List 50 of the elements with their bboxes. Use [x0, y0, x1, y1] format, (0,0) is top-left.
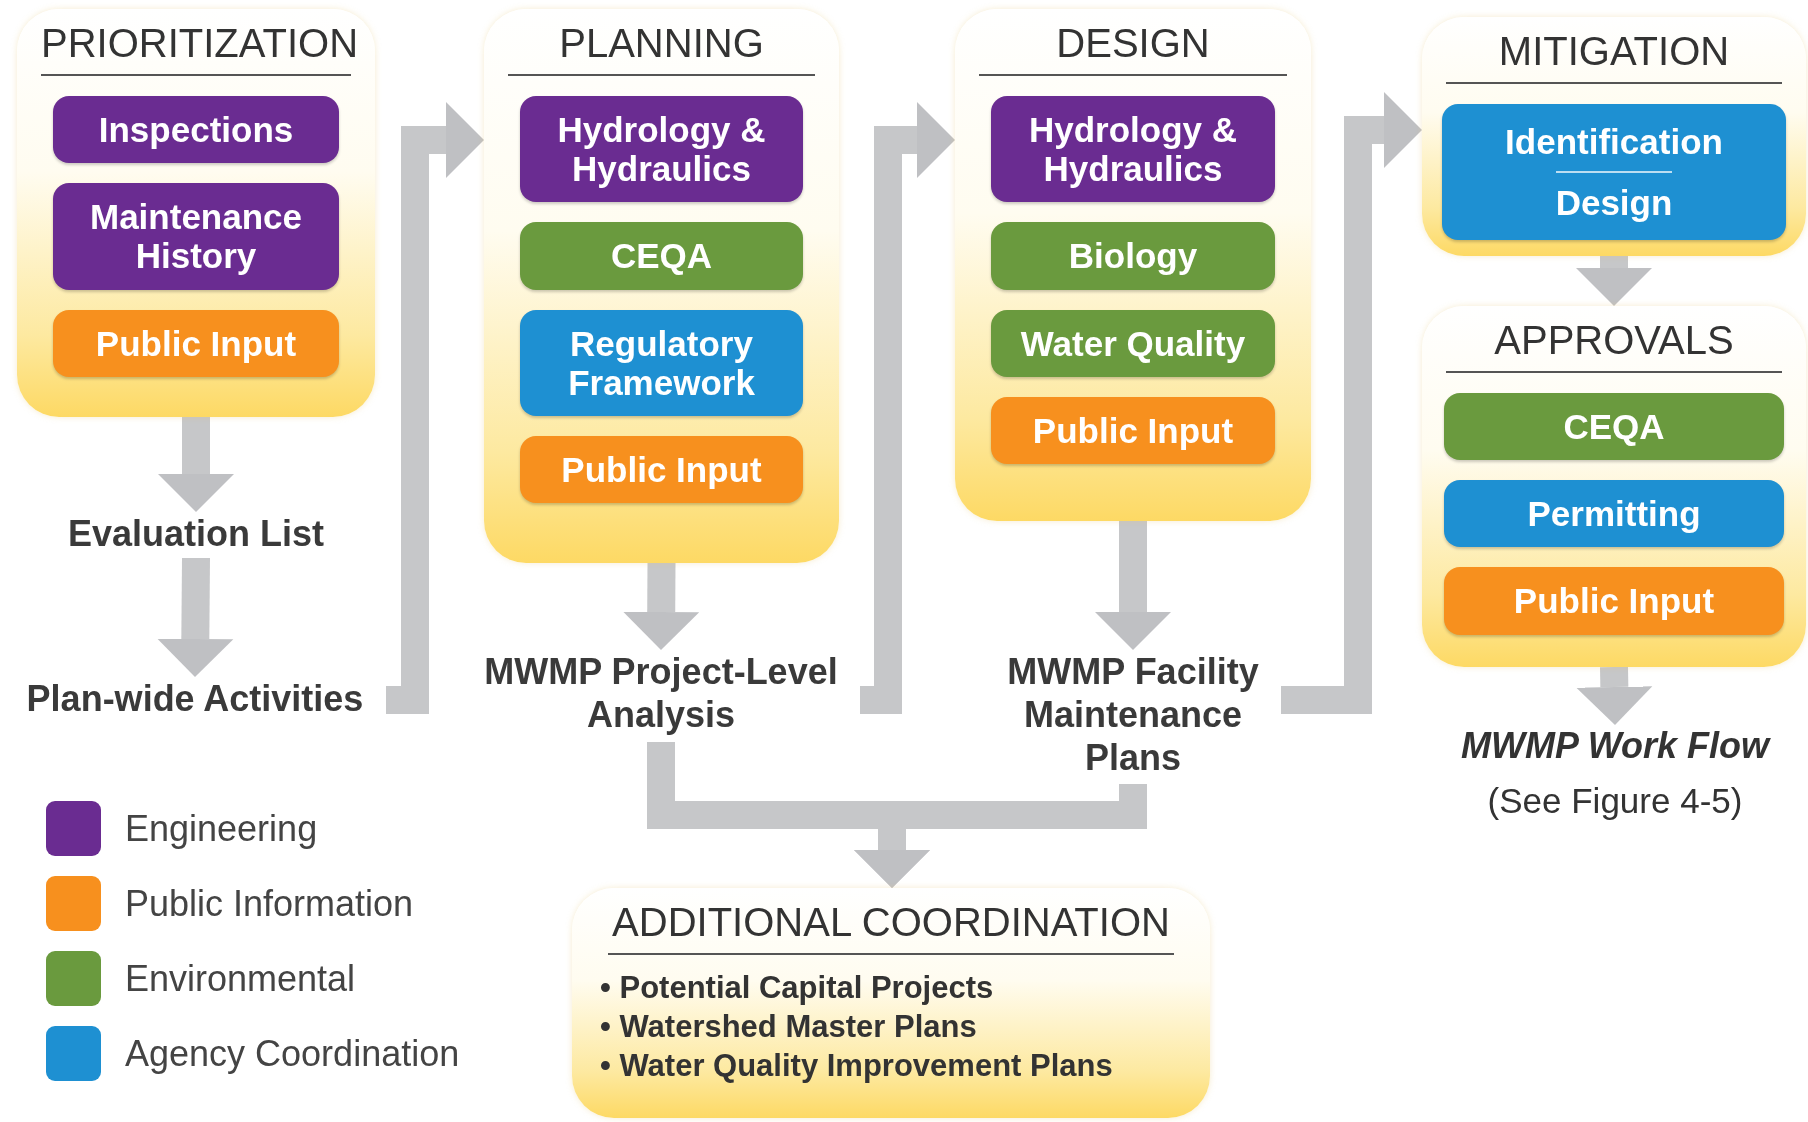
task-text: Identification: [1505, 121, 1723, 163]
task-box: Regulatory Framework: [520, 309, 803, 416]
stage-panel: [1422, 17, 1806, 256]
task-box: Biology: [991, 222, 1275, 290]
task-box: CEQA: [1444, 393, 1784, 461]
stage-panel: [484, 9, 839, 563]
task-text: Design: [1555, 171, 1673, 227]
stage-panel: [572, 888, 1210, 1118]
flow-arrow: [386, 102, 484, 714]
legend-label: Engineering: [125, 807, 318, 850]
stage-output-text: MWMP Facility Maintenance Plans: [985, 650, 1281, 784]
flow-arrow: [158, 417, 234, 512]
stage-panel: [17, 9, 375, 417]
figure-reference: (See Figure 4-5): [1487, 781, 1743, 821]
panel-heading: ADDITIONAL COORDINATION: [608, 900, 1174, 955]
stage-output-text: MWMP Project-Level Analysis: [462, 650, 860, 742]
flow-arrow: [1576, 666, 1653, 725]
task-box: Inspections: [53, 96, 339, 164]
flow-arrow: [1576, 256, 1652, 306]
flow-arrow: [1095, 521, 1171, 650]
bullet-item: • Watershed Master Plans: [600, 1008, 978, 1046]
flow-arrow: [854, 784, 1147, 888]
flow-arrow: [860, 102, 955, 714]
task-box: Hydrology & Hydraulics: [991, 96, 1275, 203]
bullet-item: • Potential Capital Projects: [600, 969, 995, 1007]
task-box: Hydrology & Hydraulics: [520, 96, 803, 203]
task-box: CEQA: [520, 222, 803, 290]
panel-heading: PLANNING: [508, 21, 815, 76]
task-box: Public Input: [991, 396, 1275, 464]
task-box: Maintenance History: [53, 183, 339, 290]
stage-panel: [955, 9, 1311, 521]
panel-heading: APPROVALS: [1446, 318, 1782, 373]
task-box: Permitting: [1444, 480, 1784, 548]
task-box: Public Input: [520, 435, 803, 504]
stage-output-text: Plan-wide Activities: [4, 677, 386, 723]
legend-label: Public Information: [125, 882, 414, 925]
workflow-title: MWMP Work Flow: [1461, 725, 1769, 767]
task-box: Public Input: [1444, 567, 1784, 635]
flow-arrow: [157, 557, 234, 677]
task-box: [1442, 104, 1786, 241]
bullet-item: • Water Quality Improvement Plans: [600, 1047, 1114, 1085]
legend-label: Agency Coordination: [125, 1032, 460, 1075]
stage-panel: [1422, 306, 1806, 667]
task-box: Public Input: [53, 309, 339, 377]
panel-heading: DESIGN: [979, 21, 1287, 76]
flow-arrow: [623, 562, 700, 650]
task-box: Water Quality: [991, 309, 1275, 377]
stage-output-text: Evaluation List: [40, 512, 352, 558]
legend-label: Environmental: [125, 957, 356, 1000]
panel-heading: MITIGATION: [1446, 29, 1782, 84]
